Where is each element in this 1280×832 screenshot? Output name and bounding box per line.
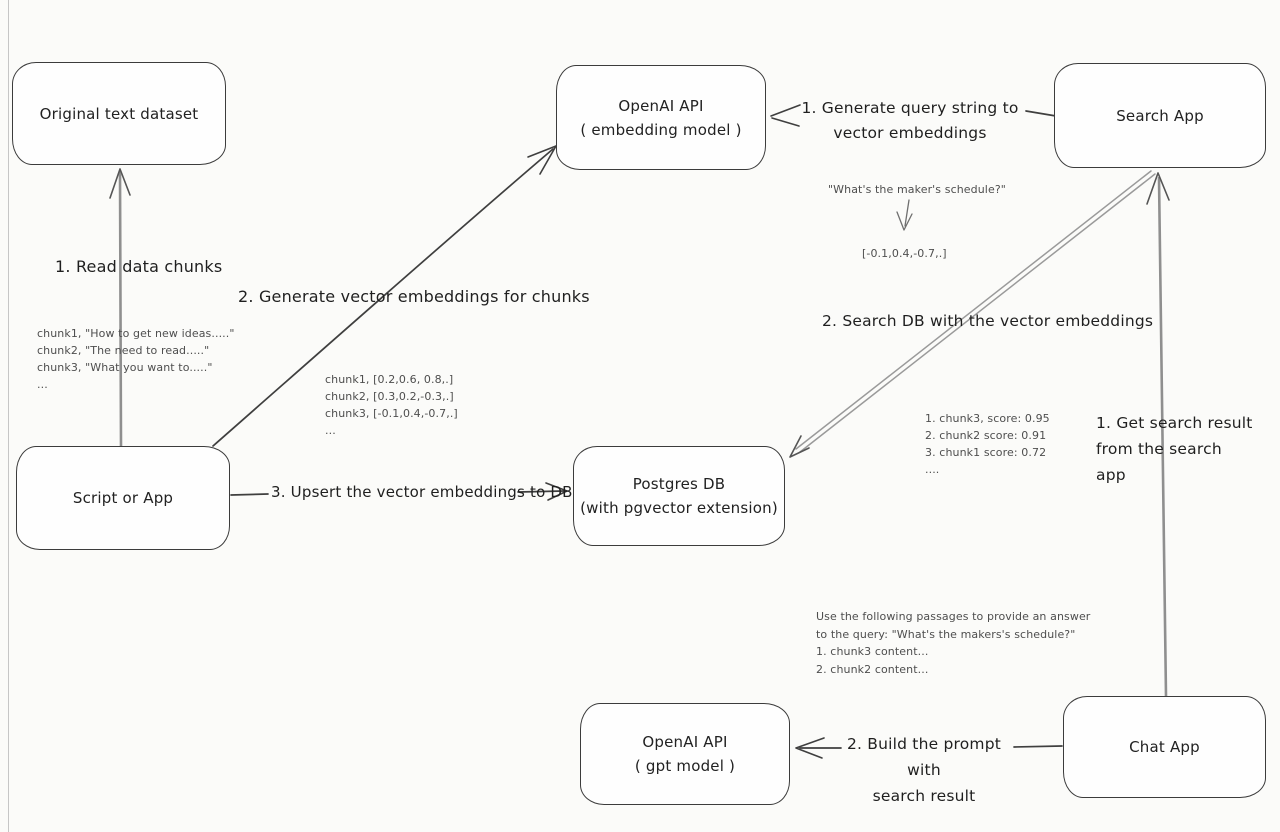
annotation-line: chunk1, "How to get new ideas....." [37, 327, 235, 340]
node-label-line1: Postgres DB [632, 475, 726, 493]
annotation-line: 1. chunk3, score: 0.95 [925, 412, 1050, 425]
node-label: Script or App [72, 489, 174, 507]
arrow-search-db-line [795, 170, 1156, 453]
node-label-line2: ( embedding model ) [580, 120, 742, 139]
arrow-query-to-vector-line [1025, 110, 1057, 117]
arrow-upsert-line [230, 490, 565, 496]
edge-label-search-db: 2. Search DB with the vector embeddings [822, 312, 1154, 330]
annotation-line: 3. chunk1 score: 0.72 [925, 446, 1047, 459]
edge-label-generate-embeddings: 2. Generate vector embeddings for chunks [238, 287, 590, 306]
node-label-line1: OpenAI API [642, 733, 728, 751]
annotation-chunk-vectors: chunk1, [0.2,0.6, 0.8,.] chunk2, [0.3,0.… [325, 371, 458, 439]
arrow-generate-embeddings-head [527, 145, 557, 175]
node-postgres-db: Postgres DB (with pgvector extension) [573, 446, 785, 546]
node-label-line2: ( gpt model ) [634, 757, 736, 775]
annotation-prompt-text: Use the following passages to provide an… [816, 608, 1090, 678]
annotation-search-scores: 1. chunk3, score: 0.95 2. chunk2 score: … [925, 410, 1050, 478]
edge-label-get-search-result: 1. Get search result from the search app [1096, 410, 1256, 488]
annotation-line: ... [325, 424, 336, 437]
annotation-query-string: "What's the maker's schedule?" [828, 183, 1006, 196]
annotation-line: 2. chunk2 content... [816, 662, 929, 676]
edge-label-line2: search result [872, 787, 976, 805]
annotation-line: 2. chunk2 score: 0.91 [925, 429, 1047, 442]
annotation-line: chunk3, "What you want to....." [37, 361, 213, 374]
arrow-search-db-head [789, 435, 810, 458]
node-label: Original text dataset [39, 104, 199, 123]
annotation-line: chunk2, "The need to read....." [37, 344, 210, 357]
annotation-line: 1. chunk3 content... [816, 645, 929, 658]
arrow-build-prompt-head [795, 737, 825, 759]
node-label-line2: (with pgvector extension) [580, 499, 778, 517]
annotation-chunk-texts: chunk1, "How to get new ideas....." chun… [37, 325, 235, 393]
node-script-or-app: Script or App [16, 446, 230, 550]
annotation-line: ... [37, 378, 48, 391]
node-label: Chat App [1129, 738, 1200, 756]
arrow-read-chunks-line [118, 170, 123, 448]
arrow-query-to-vector-head [770, 104, 801, 127]
edge-label-line2: from the search app [1096, 440, 1222, 484]
annotation-line: Use the following passages to provide an… [816, 610, 1091, 623]
arrow-read-chunks-head [109, 168, 131, 199]
arrow-get-search-result-head [1146, 172, 1170, 205]
arrow-get-search-result-line [1157, 176, 1168, 698]
node-openai-gpt: OpenAI API ( gpt model ) [580, 703, 790, 805]
node-original-text-dataset: Original text dataset [12, 62, 226, 165]
arrow-build-prompt-line [799, 745, 1063, 749]
edge-label-line1: 2. Build the prompt with [846, 735, 1002, 779]
annotation-line: chunk3, [-0.1,0.4,-0.7,.] [325, 407, 458, 420]
annotation-line: chunk2, [0.3,0.2,-0.3,.] [325, 390, 454, 403]
node-search-app: Search App [1054, 63, 1266, 168]
query-vector-mini-arrow [896, 199, 913, 231]
annotation-line: chunk1, [0.2,0.6, 0.8,.] [325, 373, 454, 386]
node-openai-embedding: OpenAI API ( embedding model ) [556, 65, 766, 170]
edge-label-read-chunks: 1. Read data chunks [55, 257, 223, 276]
annotation-query-vector: [-0.1,0.4,-0.7,.] [862, 247, 947, 260]
node-chat-app: Chat App [1063, 696, 1266, 798]
annotation-line: .... [925, 463, 940, 476]
edge-label-query-to-vector: 1. Generate query string to vector embed… [801, 99, 1019, 142]
page-left-edge [8, 0, 9, 832]
node-label-line1: OpenAI API [618, 96, 704, 115]
arrow-upsert-head [545, 482, 568, 501]
arrow-generate-embeddings-line [212, 148, 554, 447]
annotation-line: to the query: "What's the makers's sched… [816, 627, 1076, 641]
node-label: Search App [1116, 106, 1204, 125]
edge-label-upsert: 3. Upsert the vector embeddings to DB [271, 483, 573, 501]
edge-label-build-prompt: 2. Build the prompt with search result [838, 731, 1010, 809]
edge-label-line1: 1. Get search result [1096, 414, 1253, 432]
